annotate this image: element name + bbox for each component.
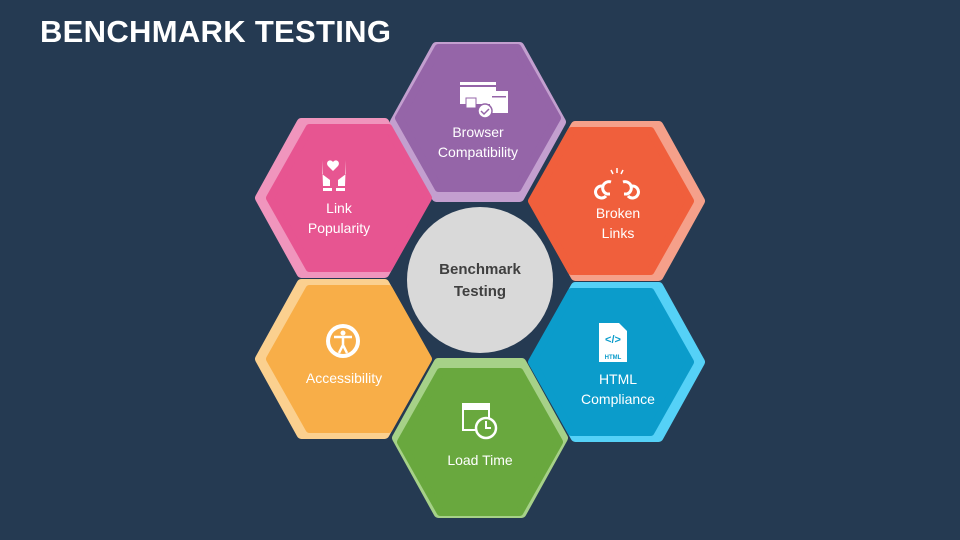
label-line1: Link bbox=[326, 200, 352, 216]
hands-heart-icon bbox=[322, 160, 346, 191]
browser-windows-icon bbox=[460, 82, 508, 119]
label-line2: Compatibility bbox=[437, 144, 519, 160]
label-line1: Load Time bbox=[447, 452, 513, 468]
hex-broken-links bbox=[528, 121, 705, 281]
svg-text:</>: </> bbox=[605, 334, 621, 346]
center-circle bbox=[407, 207, 553, 353]
label-accessibility: Accessibility bbox=[269, 368, 419, 388]
label-line1: Accessibility bbox=[305, 370, 383, 386]
svg-text:HTML: HTML bbox=[605, 355, 622, 361]
broken-link-icon bbox=[594, 168, 640, 200]
label-line1: Browser bbox=[452, 124, 504, 140]
center-label-line1: Benchmark bbox=[439, 261, 521, 278]
html-file-icon: </> HTML bbox=[599, 323, 627, 362]
label-html-compliance: HTML Compliance bbox=[543, 369, 693, 409]
hex-load-time bbox=[392, 358, 568, 518]
center-label-line2: Testing bbox=[453, 283, 507, 300]
hex-link-popularity bbox=[255, 118, 432, 278]
hex-fill bbox=[266, 285, 432, 433]
hex-fill bbox=[395, 44, 561, 192]
label-line2: Popularity bbox=[307, 220, 371, 236]
label-line1: Broken bbox=[595, 205, 641, 221]
hex-fill bbox=[528, 127, 694, 275]
hex-fill bbox=[266, 124, 432, 272]
accessibility-icon bbox=[326, 324, 360, 358]
calendar-clock-icon bbox=[462, 403, 498, 440]
label-line1: HTML bbox=[598, 371, 638, 387]
hex-accessibility bbox=[255, 279, 432, 439]
slide-title: BENCHMARK TESTING bbox=[40, 14, 392, 49]
label-load-time: Load Time bbox=[405, 450, 555, 470]
center-label: Benchmark Testing bbox=[410, 259, 550, 303]
label-line2: Compliance bbox=[581, 391, 655, 407]
label-line2: Links bbox=[601, 225, 635, 241]
hex-fill bbox=[397, 368, 563, 516]
hex-browser-compatibility bbox=[390, 42, 566, 202]
